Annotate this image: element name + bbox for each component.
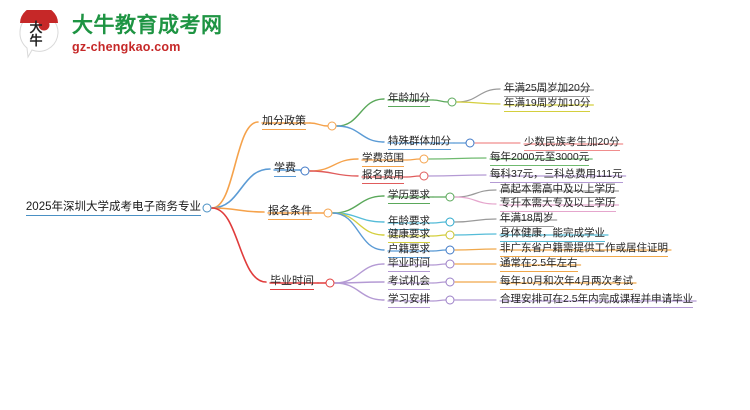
mindmap-subbranch-node-2-2[interactable] (445, 230, 455, 240)
logo-title: 大牛教育成考网 (72, 13, 223, 37)
mindmap-subbranch-node-2-1[interactable] (445, 217, 455, 227)
mindmap-branch-0[interactable]: 加分政策 (262, 114, 306, 130)
logo-domain: gz-chengkao.com (72, 40, 181, 55)
mindmap-leaf-0-0-0[interactable]: 年满25周岁加20分 (504, 81, 591, 97)
mindmap-subbranch-2-3[interactable]: 户籍要求 (388, 242, 430, 258)
mindmap-subbranch-node-3-2[interactable] (445, 295, 455, 305)
mindmap-leaf-1-0-0[interactable]: 每年2000元至3000元 (490, 150, 590, 166)
mindmap-leaf-2-0-1[interactable]: 专升本需大专及以上学历 (500, 196, 616, 212)
mindmap-leaf-1-1-0[interactable]: 每科37元，三科总费用111元 (490, 167, 623, 183)
mindmap-leaf-2-3-0[interactable]: 非广东省户籍需提供工作或居住证明 (500, 241, 668, 257)
mindmap-subbranch-node-1-1[interactable] (419, 171, 429, 181)
mindmap-subbranch-node-0-1[interactable] (465, 138, 475, 148)
mindmap-subbranch-node-2-0[interactable] (445, 192, 455, 202)
mindmap-branch-node-2[interactable] (323, 208, 333, 218)
mindmap-branch-node-0[interactable] (327, 121, 337, 131)
mindmap-leaf-3-1-0[interactable]: 每年10月和次年4月两次考试 (500, 274, 634, 290)
mindmap-leaf-2-1-0[interactable]: 年满18周岁 (500, 211, 554, 227)
mindmap-subbranch-node-3-1[interactable] (445, 277, 455, 287)
mindmap-root-label[interactable]: 2025年深圳大学成考电子商务专业 (25, 200, 201, 216)
mindmap-root-node[interactable] (202, 203, 212, 213)
mindmap-leaf-0-0-1[interactable]: 年满19周岁加10分 (504, 96, 591, 112)
mindmap-subbranch-0-1[interactable]: 特殊群体加分 (388, 134, 451, 150)
mindmap-branch-1[interactable]: 学费 (274, 161, 296, 177)
mindmap-subbranch-2-1[interactable]: 年龄要求 (388, 214, 430, 230)
mindmap-leaf-3-0-0[interactable]: 通常在2.5年左右 (500, 256, 578, 272)
mindmap-subbranch-3-1[interactable]: 考试机会 (388, 274, 430, 290)
mindmap-subbranch-3-0[interactable]: 毕业时间 (388, 256, 430, 272)
mindmap-subbranch-node-1-0[interactable] (419, 154, 429, 164)
mindmap-subbranch-2-2[interactable]: 健康要求 (388, 227, 430, 243)
mindmap-branch-3[interactable]: 毕业时间 (270, 274, 314, 290)
mindmap-leaf-2-2-0[interactable]: 身体健康，能完成学业 (500, 226, 605, 242)
mindmap-subbranch-node-3-0[interactable] (445, 259, 455, 269)
mindmap-subbranch-0-0[interactable]: 年龄加分 (388, 91, 430, 107)
mindmap-leaf-2-0-0[interactable]: 高起本需高中及以上学历 (500, 182, 616, 198)
svg-text:牛: 牛 (29, 33, 42, 48)
mindmap-subbranch-2-0[interactable]: 学历要求 (388, 188, 430, 204)
mindmap-subbranch-node-2-3[interactable] (445, 245, 455, 255)
mindmap-branch-node-1[interactable] (300, 166, 310, 176)
svg-text:大: 大 (29, 20, 42, 35)
mindmap-subbranch-node-0-0[interactable] (447, 97, 457, 107)
site-logo-header: 大 牛 大牛教育成考网 gz-chengkao.com (14, 6, 223, 60)
mindmap-leaf-3-2-0[interactable]: 合理安排可在2.5年内完成课程并申请毕业 (500, 292, 694, 308)
daniu-logo-icon: 大 牛 (14, 6, 64, 60)
mindmap-branch-2[interactable]: 报名条件 (268, 204, 312, 220)
mindmap-branch-node-3[interactable] (325, 278, 335, 288)
mindmap-subbranch-1-0[interactable]: 学费范围 (362, 151, 404, 167)
mindmap-leaf-0-1-0[interactable]: 少数民族考生加20分 (524, 135, 620, 151)
mindmap-subbranch-1-1[interactable]: 报名费用 (362, 168, 404, 184)
mindmap-subbranch-3-2[interactable]: 学习安排 (388, 292, 430, 308)
